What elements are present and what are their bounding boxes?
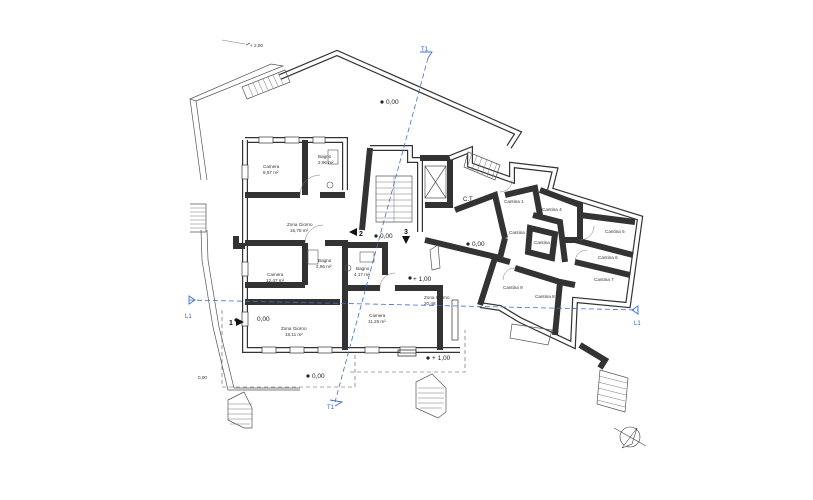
section-label-l1-right: L1 [634, 321, 641, 327]
room-area-zona-giorno-top: 16,78 m² [290, 228, 309, 233]
room-name-camera-mid: Camera [267, 272, 284, 277]
room-name-cantina-1: Cantina 1 [504, 199, 524, 204]
section-label-t1-top: T1 [421, 47, 429, 53]
view-marker-3: 3 [404, 229, 408, 236]
stair-bottom-right [578, 342, 629, 413]
room-name-ct: C.T. [463, 197, 474, 203]
compass-rose-icon [613, 426, 647, 449]
room-area-bagno-mid-a: 2,96 m² [316, 264, 332, 269]
level-bottom-right: + 1,00 [432, 355, 451, 362]
room-area-zona-giorno-bottom: 18,11 m² [285, 332, 303, 337]
room-name-bagno-mid-a: Bagno [318, 258, 332, 263]
room-name-cantina-3: Cantina 3 [534, 240, 554, 245]
room-name-cantina-8: Cantina 8 [535, 294, 555, 299]
room-area-bagno-mid-b: 4,17 m² [354, 272, 370, 277]
level-left-room: 0,00 [257, 316, 270, 323]
room-area-bagno-top: 2,96 m² [318, 160, 334, 165]
room-area-camera-mid: 12,47 m² [266, 278, 285, 283]
level-markers [221, 39, 470, 378]
room-name-camera-top: Camera [263, 164, 280, 169]
stair-top-left [241, 69, 291, 100]
room-name-cantina-7: Cantina 7 [594, 277, 614, 282]
level-far-left: 0,00 [198, 375, 207, 380]
room-name-zona-giorno-top: Zona Giorno [287, 222, 313, 227]
view-marker-2: 2 [359, 231, 363, 238]
room-area-camera-bottom: 11,26 m² [368, 319, 386, 324]
porch-stair-left [227, 391, 253, 429]
cellars-walls [424, 145, 644, 350]
room-name-zona-giorno-bottom: Zona Giorno [281, 326, 307, 331]
room-name-zona-giorno-right: Zona Giorno [424, 295, 450, 300]
room-name-camera-bottom: Camera [369, 313, 386, 318]
room-name-cantina-9: Cantina 9 [503, 285, 523, 290]
room-name-cantina-5: Cantina 5 [605, 229, 625, 234]
room-name-cantina-2: Cantina 2 [509, 230, 529, 235]
section-label-t1-bottom: T1 [327, 405, 335, 411]
bathroom-fixtures [307, 149, 417, 357]
section-label-l1-left: L1 [185, 314, 192, 320]
section-line-l1 [188, 295, 639, 315]
room-name-cantina-4: Cantina 4 [542, 207, 562, 212]
porch-outline [221, 310, 466, 388]
level-top-outside: + 2,00 [250, 43, 263, 48]
stair-core [359, 145, 453, 232]
perimeter-wall [189, 49, 523, 391]
door-swings [299, 174, 595, 289]
stair-left [190, 203, 207, 233]
level-ct-area: 0,00 [472, 241, 485, 248]
level-center: 0,00 [380, 233, 393, 240]
room-name-cantina-6: Cantina 6 [598, 255, 618, 260]
level-terrace: 0,00 [386, 99, 399, 106]
room-name-bagno-mid-b: Bagno [356, 266, 370, 271]
view-markers [236, 228, 410, 326]
room-name-bagno-top: Bagno [318, 154, 332, 159]
section-line-t1 [329, 51, 433, 407]
level-right-stair: + 1,00 [413, 276, 432, 283]
view-marker-1: 1 [229, 320, 233, 327]
room-area-camera-top: 8,67 m² [263, 170, 279, 175]
level-bottom-porch: 0,00 [312, 373, 325, 380]
porch-stair-right [415, 373, 447, 419]
room-area-zona-giorno-right: 20,48 m² [424, 301, 443, 306]
